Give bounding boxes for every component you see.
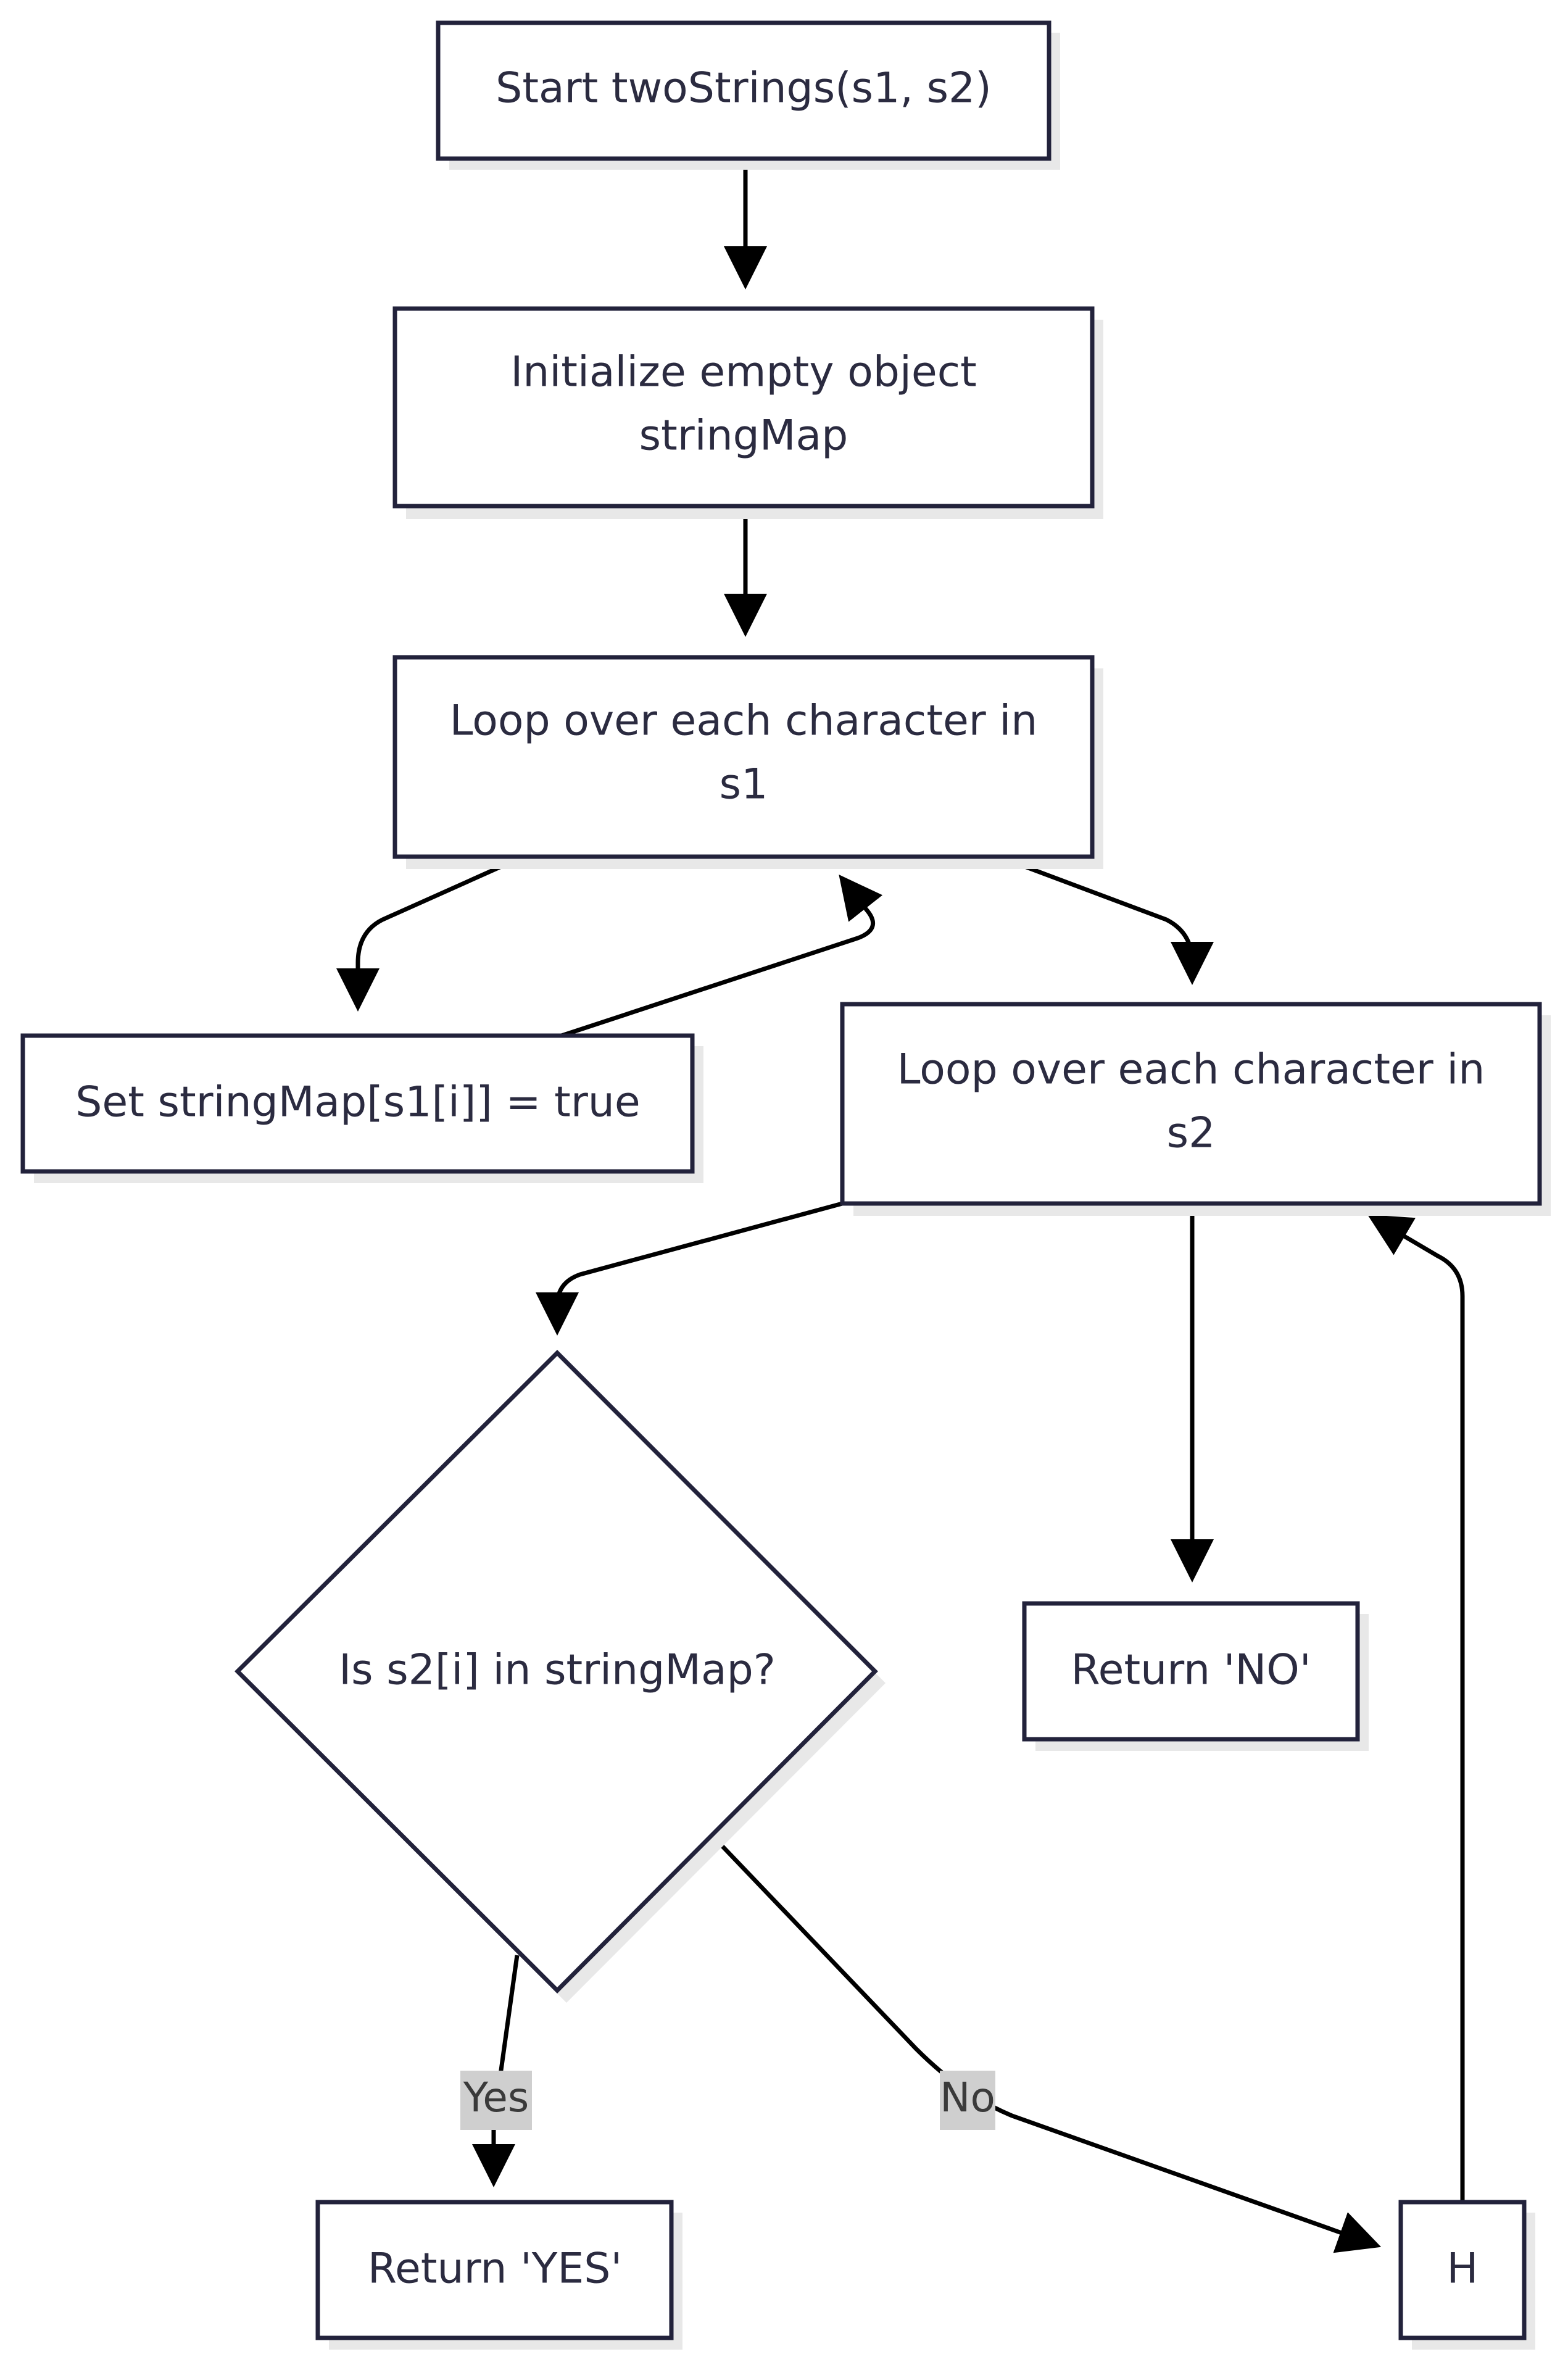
node-loop-s2-label-line-2: s2: [1167, 1109, 1216, 1158]
edge-decision-to-return-yes: [472, 1955, 520, 2187]
edge-label-no-bg: [940, 2071, 995, 2130]
node-decision[interactable]: Is s2[i] in stringMap?: [234, 1350, 886, 2003]
node-return-yes-label: Return 'YES': [368, 2245, 622, 2293]
node-loop-s2[interactable]: Loop over each character in s2: [840, 1002, 1551, 1216]
edge-label-no-text: No: [940, 2074, 995, 2121]
node-return-no[interactable]: Return 'NO': [1022, 1601, 1369, 1751]
edge-label-yes: Yes: [460, 2071, 532, 2130]
node-loop-s1-label-line-1: Loop over each character in: [450, 697, 1038, 746]
edge-label-no: No: [940, 2071, 995, 2130]
node-decision-label: Is s2[i] in stringMap?: [339, 1646, 776, 1695]
node-loop-s1-label-line-2: s1: [720, 760, 768, 809]
edge-loop-s2-to-decision: [536, 1201, 843, 1336]
node-h[interactable]: H: [1398, 2200, 1535, 2350]
node-return-no-label: Return 'NO': [1071, 1646, 1311, 1695]
node-start-label: Start twoStrings(s1, s2): [496, 64, 992, 113]
node-set-map-label: Set stringMap[s1[i]] = true: [75, 1078, 640, 1127]
edge-set-map-to-loop-s1: [560, 874, 883, 1038]
node-start[interactable]: Start twoStrings(s1, s2): [436, 20, 1060, 170]
node-init-label-line-2: stringMap: [639, 412, 848, 460]
edge-decision-to-h: [711, 1834, 1382, 2253]
node-return-yes[interactable]: Return 'YES': [315, 2200, 682, 2350]
node-h-label: H: [1446, 2245, 1478, 2293]
node-init-label-line-1: Initialize empty object: [510, 348, 977, 397]
edge-h-to-loop-s2: [1367, 1214, 1465, 2200]
edge-loop-s1-to-set-map: [336, 854, 525, 1012]
node-loop-s1[interactable]: Loop over each character in s1: [392, 655, 1103, 869]
node-set-map[interactable]: Set stringMap[s1[i]] = true: [20, 1033, 703, 1183]
edge-label-yes-text: Yes: [463, 2074, 529, 2121]
node-loop-s2-label-line-1: Loop over each character in: [897, 1046, 1485, 1094]
edge-label-yes-bg: [460, 2071, 532, 2130]
node-init[interactable]: Initialize empty object stringMap: [392, 306, 1103, 519]
edge-loop-s1-to-loop-s2: [997, 854, 1214, 985]
